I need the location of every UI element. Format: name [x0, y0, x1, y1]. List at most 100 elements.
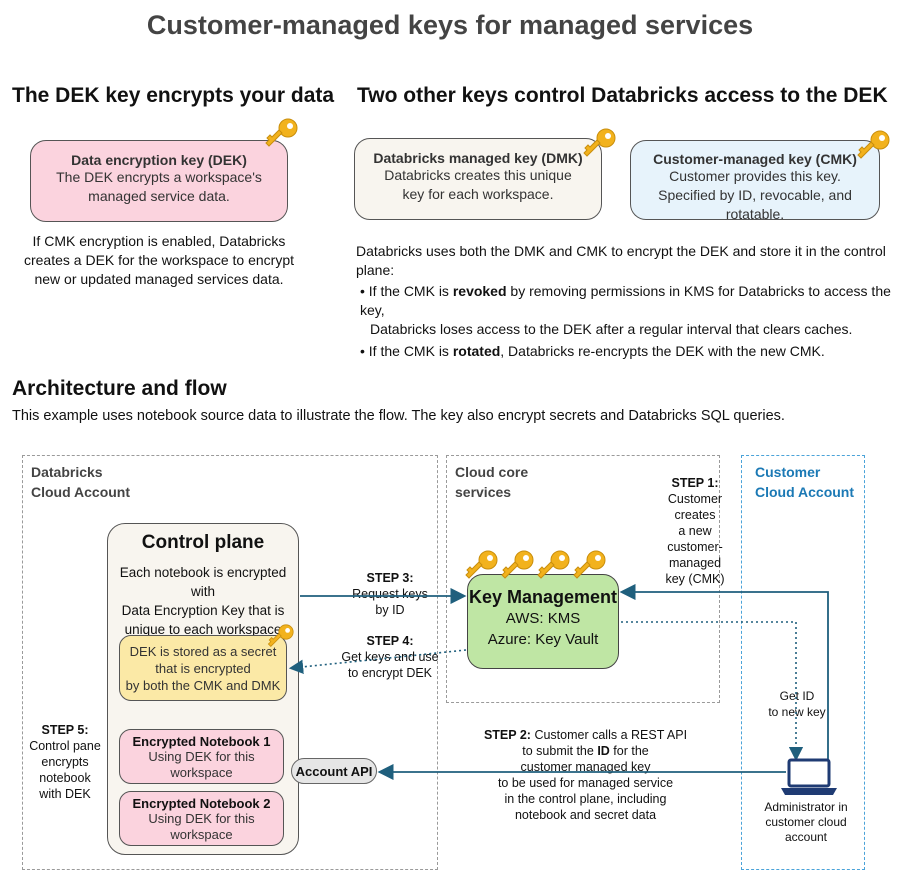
- revoke-bullet: • If the CMK is revoked by removing perm…: [360, 282, 895, 339]
- step5-line: with DEK: [39, 787, 91, 801]
- notebook1-line1: Using DEK for this: [148, 749, 255, 764]
- step2-line2-post: for the: [609, 744, 649, 758]
- key-management-key-icon: [501, 550, 534, 579]
- control-plane-desc3: unique to each workspace: [124, 622, 282, 637]
- architecture-heading: Architecture and flow: [12, 377, 227, 400]
- step4-line2: to encrypt DEK: [347, 666, 433, 680]
- dek-secret-box: DEK is stored as a secret that is encryp…: [119, 635, 287, 701]
- encrypted-notebook-2: Encrypted Notebook 2 Using DEK for this …: [119, 791, 284, 846]
- step5-label: STEP 5: Control pane encrypts notebook w…: [26, 722, 104, 802]
- cmk-box-line2: Specified by ID, revocable, and rotatabl…: [658, 187, 852, 222]
- step1-line: managed: [668, 556, 722, 570]
- dmk-key-icon: [583, 128, 616, 157]
- key-management-title: Key Management: [468, 587, 618, 607]
- step4-arrow: [288, 649, 467, 675]
- notebook1-title: Encrypted Notebook 1: [132, 734, 271, 749]
- control-plane-title: Control plane: [141, 532, 265, 553]
- cmk-box: Customer-managed key (CMK) Customer prov…: [630, 140, 880, 222]
- databricks-account-line1: Databricks: [31, 464, 103, 480]
- cmk-box-title: Customer-managed key (CMK): [653, 151, 857, 167]
- dek-box-line1: The DEK encrypts a workspace's: [56, 169, 262, 185]
- admin-label: Administrator in customer cloud account: [752, 800, 860, 845]
- step3-label: STEP 3: Request keys by ID: [340, 570, 440, 618]
- dek-note-line2: creates a DEK for the workspace to encry…: [23, 252, 294, 268]
- step1-line: key (CMK): [665, 572, 725, 586]
- notebook2-line1: Using DEK for this: [148, 811, 255, 826]
- dek-note-line3: new or updated managed services data.: [34, 271, 284, 287]
- databricks-account-line2: Cloud Account: [31, 484, 131, 500]
- dek-note: If CMK encryption is enabled, Databricks…: [20, 232, 298, 289]
- step2-line3: customer managed key: [520, 760, 651, 774]
- dek-note-line1: If CMK encryption is enabled, Databricks: [32, 233, 286, 249]
- step1-title: STEP 1:: [671, 476, 719, 490]
- cloud-core-line1: Cloud core: [455, 464, 529, 480]
- get-id-line2: to new key: [768, 705, 826, 719]
- get-id-label: Get ID to new key: [762, 688, 832, 720]
- rotate-post1: , Databricks re-encrypts the DEK with th…: [500, 343, 825, 359]
- step5-line: notebook: [39, 771, 91, 785]
- step1-line: creates: [674, 508, 716, 522]
- rotate-bullet: • If the CMK is rotated, Databricks re-e…: [360, 342, 895, 361]
- control-plane-desc: Each notebook is encrypted with Data Enc…: [107, 563, 299, 639]
- step2-line6: notebook and secret data: [514, 808, 657, 822]
- customer-account-label: Customer Cloud Account: [755, 462, 854, 502]
- revoke-post1: by removing permissions in KMS for Datab…: [360, 283, 891, 318]
- admin-line2: customer cloud: [765, 815, 847, 829]
- step2-line2-pre: to submit the: [522, 744, 598, 758]
- customer-account-container: [741, 455, 865, 870]
- revoke-post2: Databricks loses access to the DEK after…: [370, 321, 853, 337]
- revoke-bold: revoked: [452, 283, 507, 299]
- control-plane-desc1: Each notebook is encrypted with: [119, 565, 287, 599]
- access-section-heading: Two other keys control Databricks access…: [357, 84, 888, 107]
- key-management-key-icon: [465, 550, 498, 579]
- get-id-line1: Get ID: [779, 689, 815, 703]
- dmk-box-line2: key for each workspace.: [402, 186, 554, 202]
- rotate-bold: rotated: [452, 343, 501, 359]
- keys-intro: Databricks uses both the DMK and CMK to …: [356, 243, 886, 278]
- dek-section-heading: The DEK key encrypts your data: [12, 84, 335, 107]
- account-api-pill: Account API: [291, 758, 377, 784]
- key-management-aws: AWS: KMS: [505, 610, 581, 627]
- key-management-azure: Azure: Key Vault: [487, 631, 599, 648]
- dek-box: Data encryption key (DEK) The DEK encryp…: [30, 140, 288, 222]
- databricks-account-container: [22, 455, 438, 870]
- admin-line3: account: [784, 830, 828, 844]
- step2-line4: to be used for managed service: [497, 776, 674, 790]
- step5-line: Control pane: [29, 739, 101, 753]
- dek-secret-line1: DEK is stored as a secret: [129, 644, 277, 659]
- step1-label: STEP 1: Customer creates a new customer-…: [655, 475, 735, 587]
- step3-title: STEP 3:: [366, 571, 414, 585]
- dek-secret-line2: that is encrypted: [155, 661, 251, 676]
- dek-key-icon: [265, 118, 298, 147]
- step4-title: STEP 4:: [366, 634, 414, 648]
- customer-account-line2: Cloud Account: [755, 484, 855, 500]
- cloud-core-label: Cloud core services: [455, 462, 528, 502]
- step2-label: STEP 2: Customer calls a REST API to sub…: [478, 727, 693, 823]
- dmk-box-title: Databricks managed key (DMK): [373, 150, 583, 166]
- dek-secret-line3: by both the CMK and DMK: [125, 678, 281, 693]
- rotate-pre: If the CMK is: [368, 343, 453, 359]
- get-id-arrow: [621, 621, 804, 762]
- step2-line5: in the control plane, including: [504, 792, 667, 806]
- dmk-box-line1: Databricks creates this unique: [384, 167, 572, 183]
- step1-line: a new: [678, 524, 712, 538]
- cloud-core-line2: services: [455, 484, 512, 500]
- control-plane-desc2: Data Encryption Key that is: [121, 603, 285, 618]
- page-title: Customer-managed keys for managed servic…: [146, 10, 754, 40]
- step5-title: STEP 5:: [41, 723, 89, 737]
- dek-secret-key-icon: [267, 624, 294, 647]
- key-management-key-icon: [573, 550, 606, 579]
- databricks-account-label: Databricks Cloud Account: [31, 462, 130, 502]
- step1-line: Customer: [667, 492, 723, 506]
- step1-arrow: [619, 583, 829, 765]
- encrypted-notebook-1: Encrypted Notebook 1 Using DEK for this …: [119, 729, 284, 784]
- laptop-icon: [781, 758, 837, 795]
- architecture-subtitle: This example uses notebook source data t…: [12, 408, 785, 424]
- step5-line: encrypts: [41, 755, 89, 769]
- step2-line1: Customer calls a REST API: [530, 728, 688, 742]
- customer-account-line1: Customer: [755, 464, 821, 480]
- step2-line2-bold: ID: [597, 744, 610, 758]
- cmk-box-line1: Customer provides this key.: [669, 168, 841, 184]
- notebook2-line2: workspace: [170, 827, 233, 842]
